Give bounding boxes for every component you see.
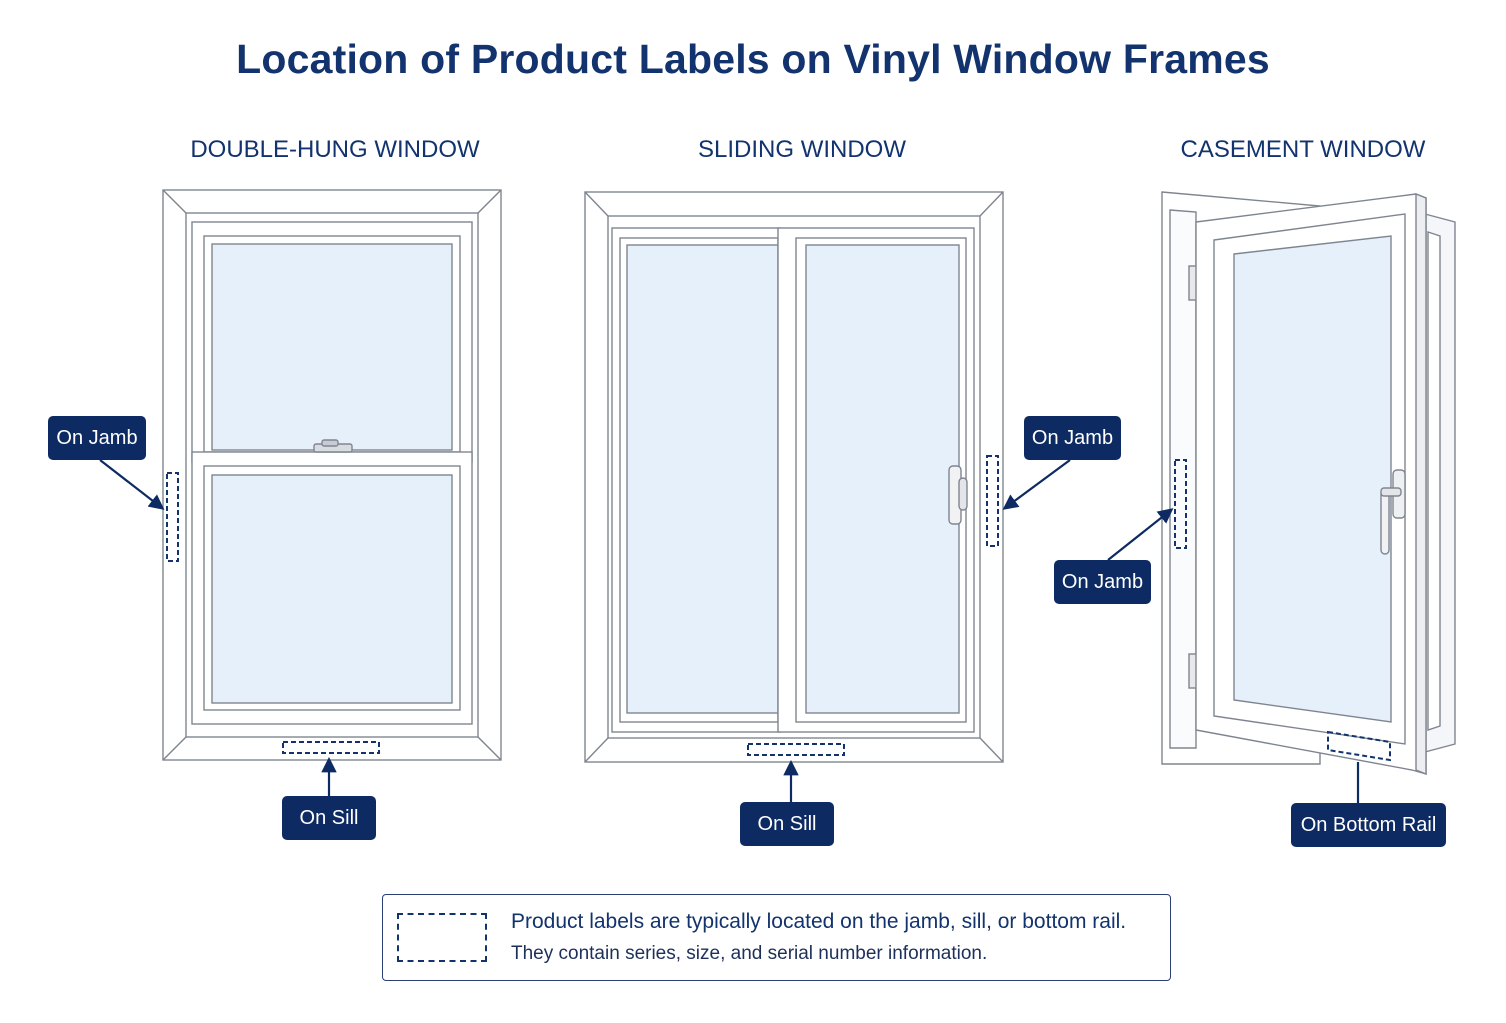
casement-heading: CASEMENT WINDOW — [1180, 136, 1426, 163]
upper-glass — [211, 243, 453, 451]
legend-box: Product labels are typically located on … — [382, 894, 1171, 981]
sliding-heading: SLIDING WINDOW — [698, 136, 906, 163]
casement-glass — [1233, 235, 1392, 723]
legend-text-primary: Product labels are typically located on … — [511, 910, 1127, 933]
sliding-window — [584, 191, 1004, 763]
casement-jamb-label-area — [1174, 459, 1187, 549]
sliding-jamb-arrow — [1002, 459, 1071, 510]
sliding-jamb-label-area — [986, 455, 999, 547]
left-glass — [626, 244, 779, 714]
casement-bottom-rail-label-area — [1327, 730, 1391, 762]
double-hung-jamb-arrow — [99, 459, 165, 510]
double-hung-sill-label-area — [282, 741, 380, 754]
casement-bottom-rail-callout: On Bottom Rail — [1291, 803, 1446, 847]
casement-jamb-arrow — [1107, 508, 1174, 561]
sliding-jamb-callout: On Jamb — [1024, 416, 1121, 460]
sliding-sill-label-area — [747, 743, 845, 756]
dashed-label-swatch — [397, 913, 487, 962]
double-hung-jamb-callout: On Jamb — [48, 416, 146, 460]
casement-jamb-callout: On Jamb — [1054, 560, 1151, 604]
double-hung-sill-callout: On Sill — [282, 796, 376, 840]
legend-text-secondary: They contain series, size, and serial nu… — [511, 943, 988, 964]
sliding-sill-callout: On Sill — [740, 802, 834, 846]
right-glass — [805, 244, 960, 714]
double-hung-window — [162, 189, 502, 761]
page-title: Location of Product Labels on Vinyl Wind… — [236, 36, 1270, 82]
lower-glass — [211, 474, 453, 704]
casement-window — [1161, 191, 1456, 776]
double-hung-heading: DOUBLE-HUNG WINDOW — [190, 136, 480, 163]
double-hung-jamb-label-area — [166, 472, 179, 562]
